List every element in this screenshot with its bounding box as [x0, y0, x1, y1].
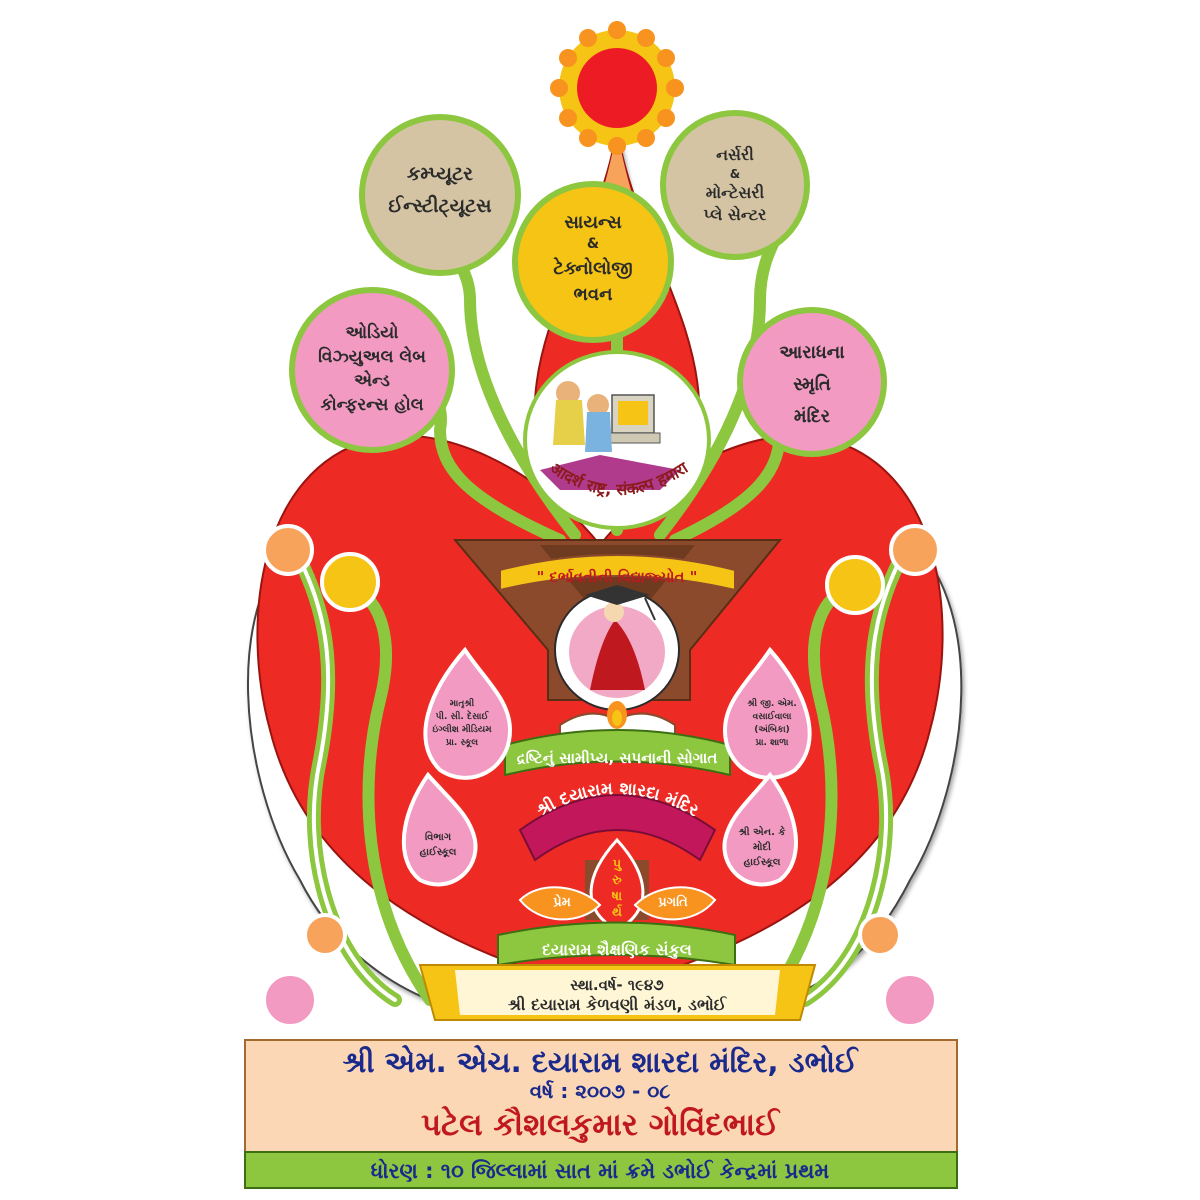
sankul-text: દયારામ શૈક્ષણિક સંકુલ — [542, 939, 692, 960]
circle-audio-visual-lab: ઓડિયો વિઝ્યુઅલ લેબ એન્ડ કોન્ફરન્સ હોલ — [289, 287, 455, 453]
svg-text:&: & — [587, 236, 599, 252]
svg-text:&: & — [730, 167, 740, 181]
svg-text:વસાઈવાલા: વસાઈવાલા — [753, 710, 793, 722]
top-ribbon-text: " દર્ભાવતીની વિદ્યાજ્યોત " — [537, 567, 698, 586]
svg-text:હાઈસ્કૂલ: હાઈસ્કૂલ — [420, 845, 457, 859]
mandal-text: શ્રી દયારામ કેળવણી મંડળ, ડભોઈ — [508, 994, 728, 1014]
svg-text:પ્લે સેન્ટર: પ્લે સેન્ટર — [704, 204, 768, 224]
svg-text:ઈન્સ્ટીટ્યૂટસ: ઈન્સ્ટીટ્યૂટસ — [388, 195, 491, 219]
svg-text:આરાધના: આરાધના — [779, 342, 845, 363]
svg-text:સ્મૃતિ: સ્મૃતિ — [793, 373, 831, 395]
circle-aradhana-smruti: આરાધના સ્મૃતિ મંદિર — [737, 307, 887, 457]
student-name: પટેલ કૌશલકુમાર ગોવિંદભાઈ — [421, 1106, 781, 1144]
circle-science-technology: સાયન્સ & ટેક્નોલોજી ભવન — [512, 181, 674, 343]
svg-text:પ્રા. સ્કૂલ: પ્રા. સ્કૂલ — [445, 737, 478, 749]
sun-icon — [550, 21, 684, 155]
svg-text:ભવન: ભવન — [573, 284, 613, 305]
svg-text:હાઈસ્કૂલ: હાઈસ્કૂલ — [744, 855, 781, 869]
leaf-left-lower: વિભાગ હાઈસ્કૂલ — [401, 771, 478, 887]
purushartha-4: ર્થ — [612, 903, 623, 920]
svg-text:કમ્પ્યૂટર: કમ્પ્યૂટર — [407, 163, 473, 185]
circle-nursery-montessori: નર્સરી & મોન્ટેસરી પ્લે સેન્ટર — [660, 110, 810, 260]
circle-computer-institutes: કમ્પ્યૂટર ઈન્સ્ટીટ્યૂટસ — [359, 114, 521, 276]
svg-text:કોન્ફરન્સ હોલ: કોન્ફરન્સ હોલ — [320, 393, 423, 415]
svg-text:પ્રા. શાળા: પ્રા. શાળા — [755, 738, 789, 748]
svg-text:ઇંગ્લીશ મીડિયમ: ઇંગ્લીશ મીડિયમ — [432, 723, 492, 735]
svg-text:શ્રી એન. કે: શ્રી એન. કે — [739, 824, 786, 838]
school-name: શ્રી એમ. એચ. દયારામ શારદા મંદિર, ડભોઈ — [343, 1045, 859, 1079]
saint-portrait — [554, 585, 680, 711]
svg-text:નર્સરી: નર્સરી — [716, 145, 754, 164]
purushartha-3: ષા — [612, 889, 622, 904]
svg-text:સાયન્સ: સાયન્સ — [564, 212, 622, 233]
bottom-banner: શ્રી એમ. એચ. દયારામ શારદા મંદિર, ડભોઈ વર… — [244, 1039, 958, 1189]
academic-year: વર્ષ : ૨૦૦૭ - ૦૮ — [530, 1079, 671, 1103]
prem-text: પ્રેમ — [553, 893, 571, 910]
svg-text:શ્રી જી. એમ.: શ્રી જી. એમ. — [747, 696, 797, 709]
purushartha-2: રુ — [612, 873, 622, 888]
leaf-right-upper: શ્રી જી. એમ. વસાઈવાલા (અંબિકા) પ્રા. શાળ… — [722, 646, 812, 780]
achievement-text: ધોરણ : ૧૦ જિલ્લામાં સાત માં ક્રમે ડભોઈ ક… — [371, 1158, 830, 1183]
svg-text:(અંબિકા): (અંબિકા) — [754, 723, 790, 735]
svg-text:મોદી: મોદી — [753, 839, 771, 853]
svg-text:વિઝ્યુઅલ લેબ: વિઝ્યુઅલ લેબ — [318, 345, 426, 367]
svg-text:ઓડિયો: ઓડિયો — [346, 321, 399, 343]
svg-text:પી. સી. દેસાઈ: પી. સી. દેસાઈ — [436, 709, 490, 722]
svg-text:એન્ડ: એન્ડ — [354, 369, 390, 391]
leaf-left-upper: માતૃશ્રી પી. સી. દેસાઈ ઇંગ્લીશ મીડિયમ પ્… — [423, 646, 513, 780]
svg-text:મંદિર: મંદિર — [794, 405, 831, 427]
svg-text:માતૃશ્રી: માતૃશ્રી — [450, 697, 475, 709]
svg-text:વિભાગ: વિભાગ — [425, 830, 452, 843]
svg-text:મોન્ટેસરી: મોન્ટેસરી — [706, 182, 765, 202]
mid-ribbon-text: દ્રષ્ટિનું સામીપ્ય, સપનાની સોગાત — [517, 748, 718, 767]
children-computer-illustration: आदर्श राष्ट्र, संकल्प हमारा — [523, 350, 711, 530]
pragati-text: પ્રગતિ — [658, 893, 688, 910]
purushartha-1: પુ — [613, 857, 622, 872]
svg-text:ટેક્નોલોજી: ટેક્નોલોજી — [553, 257, 633, 279]
leaf-right-lower: શ્રી એન. કે મોદી હાઈસ્કૂલ — [722, 771, 798, 887]
founded-text: સ્થા.વર્ષ- ૧૯૪૭ — [570, 976, 664, 994]
